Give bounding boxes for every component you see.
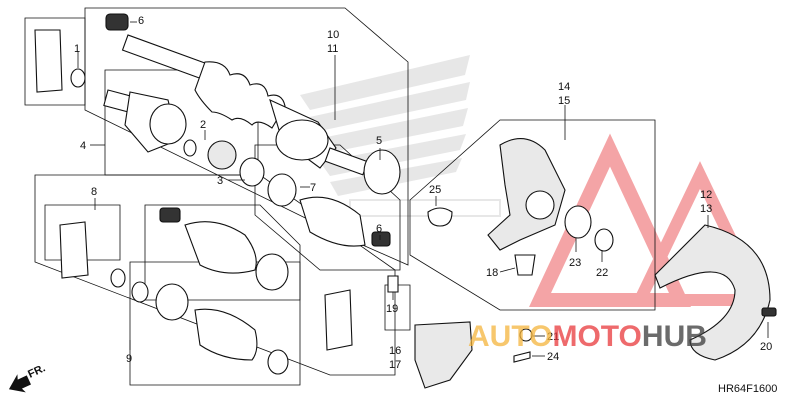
callout-18: 18 xyxy=(486,267,498,279)
callout-25: 25 xyxy=(429,184,441,196)
part-18-ball-joint xyxy=(514,254,536,276)
callout-17: 17 xyxy=(389,359,401,371)
part-2-snap-ring xyxy=(183,139,197,157)
frame-part-7-boot xyxy=(254,144,401,271)
diagram-code: HR64F1600 xyxy=(718,383,777,395)
callout-19: 19 xyxy=(386,303,398,315)
callout-24: 24 xyxy=(547,351,559,363)
callout-12: 12 xyxy=(700,189,712,201)
part-21-nut xyxy=(519,328,533,342)
callout-5: 5 xyxy=(376,135,382,147)
callout-15: 15 xyxy=(558,95,570,107)
part-25-clip xyxy=(427,207,453,227)
front-direction-arrow: FR. xyxy=(8,362,47,393)
part-14-knuckle xyxy=(487,138,566,251)
frame-part-16 xyxy=(384,284,411,331)
callout-21: 21 xyxy=(547,331,559,343)
callout-22: 22 xyxy=(596,267,608,279)
watermark-hub: HUB xyxy=(642,320,707,353)
frame-upper-shaft xyxy=(84,7,409,266)
callout-2: 2 xyxy=(200,119,206,131)
callout-9: 9 xyxy=(126,353,132,365)
callout-20: 20 xyxy=(760,341,772,353)
callout-11: 11 xyxy=(327,43,338,55)
callout-6-lower: 6 xyxy=(376,223,382,235)
callout-6-upper: 6 xyxy=(138,15,144,27)
callout-23: 23 xyxy=(569,257,581,269)
part-22-circlip xyxy=(594,228,614,252)
part-6-clamp-upper xyxy=(105,13,129,31)
callout-8: 8 xyxy=(91,186,97,198)
part-1-circlip xyxy=(34,29,86,93)
callout-1: 1 xyxy=(74,43,80,55)
part-19-bolt xyxy=(387,275,399,293)
callout-10: 10 xyxy=(327,29,339,41)
callout-7: 7 xyxy=(310,182,316,194)
part-16-bracket xyxy=(414,321,473,389)
callout-3: 3 xyxy=(217,175,223,187)
part-23-bearing xyxy=(564,205,592,239)
callout-14: 14 xyxy=(558,81,570,93)
callout-4: 4 xyxy=(80,140,86,152)
part-7-boot xyxy=(267,173,391,247)
driveshaft-assembly xyxy=(121,34,369,176)
part-8-boot-kit xyxy=(59,207,353,375)
callout-16: 16 xyxy=(389,345,401,357)
honda-wing-logo xyxy=(300,55,501,217)
part-5-boot-band xyxy=(363,149,401,195)
watermark-auto: AUTO xyxy=(468,320,552,353)
part-20-bolt xyxy=(761,307,777,317)
part-4-inner-joint xyxy=(103,89,187,153)
part-12-splash-guard xyxy=(654,224,771,361)
leader-lines xyxy=(77,21,769,357)
part-3-spider xyxy=(207,140,237,170)
watermark-text: AUTOMOTOHUB xyxy=(468,320,707,353)
direction-label: FR. xyxy=(26,362,47,380)
frame-knuckle xyxy=(409,119,656,311)
callout-13: 13 xyxy=(700,203,712,215)
part-3-ring xyxy=(239,157,265,187)
frame-part-1 xyxy=(24,17,86,106)
watermark-moto: MOTO xyxy=(552,320,641,353)
part-24-cotter-pin xyxy=(513,351,531,363)
